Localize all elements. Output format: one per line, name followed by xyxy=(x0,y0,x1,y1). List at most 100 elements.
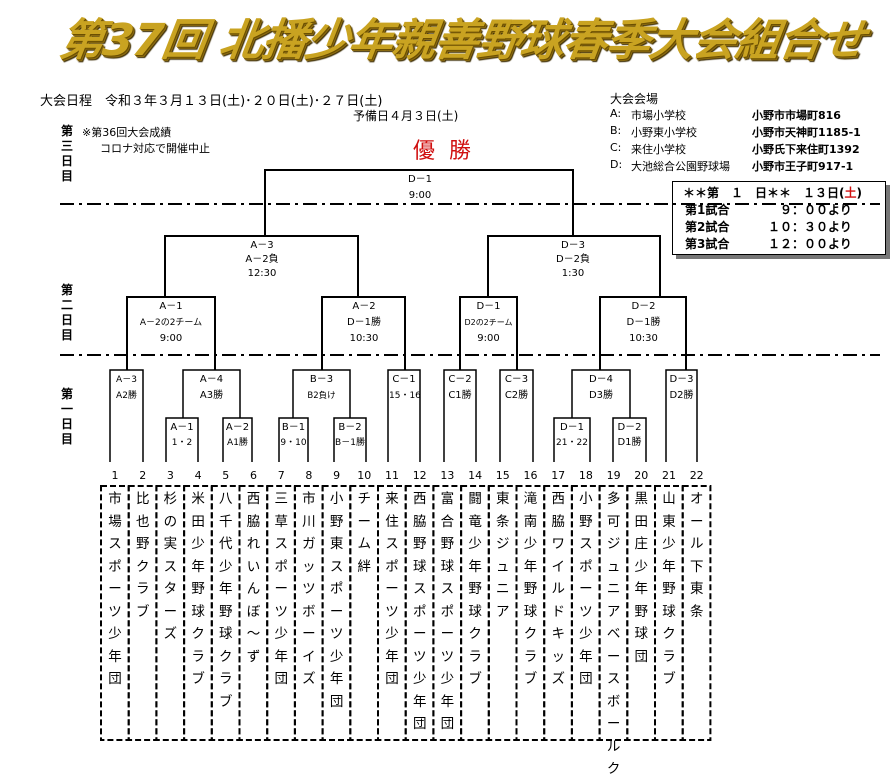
d2r1-id: D－2 xyxy=(617,422,642,433)
team-number: 6 xyxy=(250,469,257,482)
team-name: 多可ジュニアベースボールク xyxy=(606,491,621,777)
team-number: 17 xyxy=(551,469,566,482)
a3-bracket xyxy=(164,235,359,297)
team-name: 市川ガッツボーイズ xyxy=(302,491,316,687)
a3-desc: A－2負 xyxy=(245,254,279,265)
day2-label: 第二日目 xyxy=(60,283,73,342)
team-box xyxy=(432,485,463,741)
team-box xyxy=(598,485,629,741)
d1r1-id: D－1 xyxy=(559,422,585,433)
team-number: 19 xyxy=(606,469,621,482)
team-number: 1 xyxy=(111,469,119,482)
a2r2-bracket xyxy=(321,296,406,370)
team-box xyxy=(266,485,296,741)
d2r2-time: 10:30 xyxy=(629,333,658,344)
team-box xyxy=(515,485,546,741)
c2r1-bracket xyxy=(443,369,477,462)
d1r2-desc: D2の2チーム xyxy=(464,318,513,327)
d1r2-bracket xyxy=(459,296,518,370)
b3r1-id: B－3 xyxy=(309,374,334,385)
a2r2-desc: D－1勝 xyxy=(346,317,382,328)
a3-time: 12:30 xyxy=(247,268,277,279)
a3-id: A－3 xyxy=(250,240,274,251)
team-box xyxy=(654,485,684,741)
d3r1-desc: D2勝 xyxy=(669,390,694,401)
a1r2-bracket xyxy=(126,296,216,370)
c1r1-id: C－1 xyxy=(392,374,416,385)
d1r1-desc: 21・22 xyxy=(556,438,588,448)
team-number: 9 xyxy=(333,469,341,482)
team-number: 16 xyxy=(523,469,538,482)
team-name: 闘竜少年野球クラブ xyxy=(468,491,482,687)
team-number: 21 xyxy=(662,469,676,482)
game3-label: 第3試合 xyxy=(685,237,730,251)
d1r2-time: 9:00 xyxy=(477,333,500,344)
d3r1-bracket xyxy=(665,369,698,462)
team-box xyxy=(238,485,269,741)
a3r1-id: A－3 xyxy=(116,375,137,385)
team-number: 10 xyxy=(357,469,372,482)
b2r1-desc: B－1勝 xyxy=(335,438,365,448)
team-name: 米田少年野球クラブ xyxy=(191,491,205,687)
info-box-header: ＊＊第 １ 日＊＊ １３日(土) xyxy=(683,186,862,200)
team-number: 18 xyxy=(578,469,593,482)
team-number: 20 xyxy=(634,469,649,482)
team-name: 黒田庄少年野球団 xyxy=(634,491,649,665)
d3-bracket xyxy=(487,235,661,297)
team-name: チーム絆 xyxy=(357,491,372,575)
note-line1: ※第36回大会成績 xyxy=(82,126,172,139)
team-number: 8 xyxy=(305,469,313,482)
a2r1-id: A－2 xyxy=(225,422,250,433)
d2r2-bracket xyxy=(599,296,687,370)
d4r1-id: D－4 xyxy=(588,374,614,385)
team-box xyxy=(293,485,324,741)
schedule-reserve: 予備日４月３日(土) xyxy=(353,109,459,123)
game2-time: １０：３０より xyxy=(768,220,852,234)
venue-d-code: D: xyxy=(610,158,623,171)
game1-label: 第1試合 xyxy=(685,203,730,217)
d1r1-bracket xyxy=(553,417,591,462)
a2r2-time: 10:30 xyxy=(349,333,379,344)
a2r1-desc: A1勝 xyxy=(227,438,248,448)
d3r1-id: D－3 xyxy=(669,374,694,385)
d4r1-bracket xyxy=(571,369,631,418)
team-name: 東条ジュニア xyxy=(496,491,510,620)
c3r1-bracket xyxy=(499,369,534,462)
venue-c-address: 小野氏下来住町1392 xyxy=(752,143,860,156)
venue-header: 大会会場 xyxy=(610,92,659,106)
day3-label: 第三日目 xyxy=(60,124,73,183)
c1r1-desc: 15・16 xyxy=(389,391,421,401)
team-box xyxy=(404,485,435,741)
b2r1-bracket xyxy=(333,417,367,462)
game1-time: ９：００より xyxy=(768,203,852,217)
venue-d-name: 大池総合公園野球場 xyxy=(631,160,730,173)
b1r1-desc: 9・10 xyxy=(280,438,307,448)
a3r1-bracket xyxy=(109,369,144,462)
day1-label: 第一日目 xyxy=(60,387,73,446)
team-box xyxy=(681,485,712,741)
team-box xyxy=(321,485,352,741)
team-name: 西脇野球スポーツ少年団 xyxy=(412,491,427,732)
a1r2-id: A－1 xyxy=(159,301,183,312)
d3-time: 1:30 xyxy=(561,268,585,279)
team-name: 来住スポーツ少年団 xyxy=(385,491,399,687)
d2r2-id: D－2 xyxy=(631,301,656,312)
venue-c-name: 来住小学校 xyxy=(631,143,686,156)
team-number: 7 xyxy=(277,469,285,482)
team-box xyxy=(460,485,490,741)
a4r1-id: A－4 xyxy=(199,374,224,385)
c3r1-id: C－3 xyxy=(504,374,529,385)
a3r1-desc: A2勝 xyxy=(116,391,137,401)
d3-id: D－3 xyxy=(560,240,586,251)
schedule-info-box: ＊＊第 １ 日＊＊ １３日(土) 第1試合 ９：００より 第2試合 １０：３０よ… xyxy=(672,181,886,255)
team-box xyxy=(377,485,407,741)
venue-a-code: A: xyxy=(610,107,622,120)
venue-c-code: C: xyxy=(610,141,622,154)
team-box xyxy=(626,485,656,741)
b1r1-id: B－1 xyxy=(281,422,306,433)
team-name: 西脇れいんぼ～ず xyxy=(246,491,261,665)
team-number: 4 xyxy=(194,469,202,482)
team-name: 杉の実スターズ xyxy=(163,491,178,642)
team-name: 三草スポーツ少年団 xyxy=(274,491,288,687)
team-number: 15 xyxy=(495,469,510,482)
